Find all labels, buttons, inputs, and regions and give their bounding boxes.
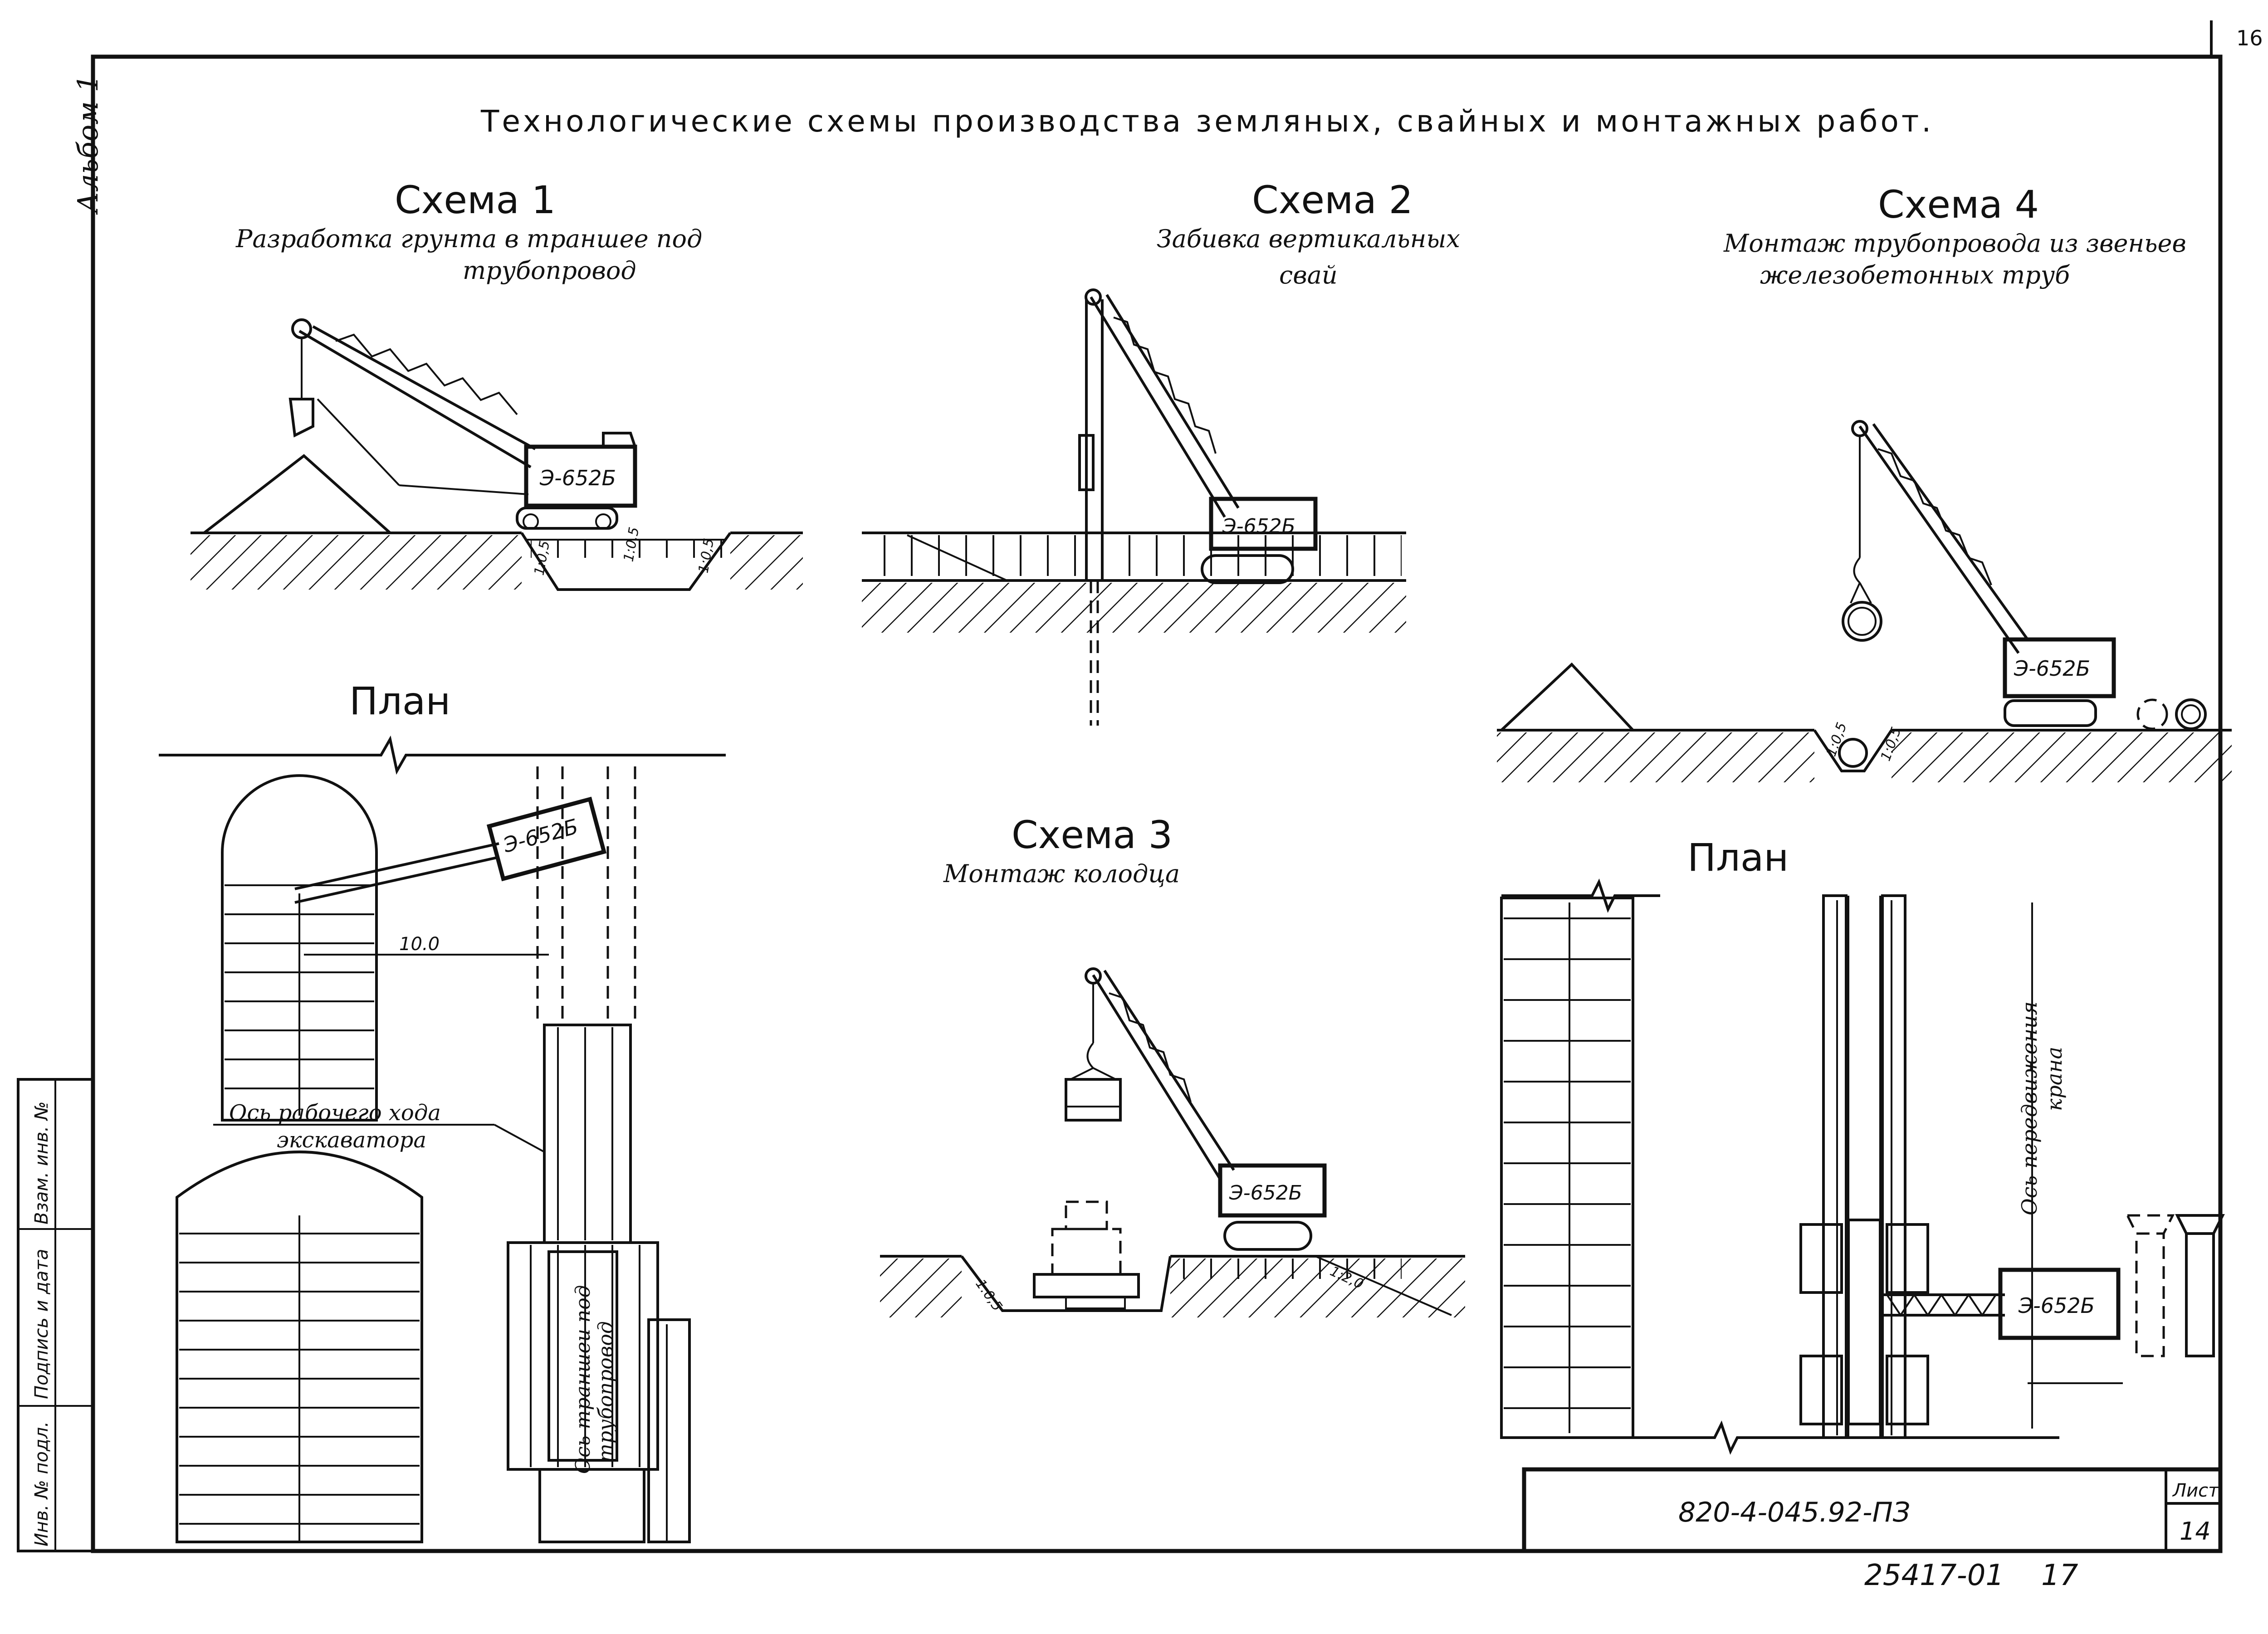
scheme4-drawing xyxy=(1497,420,2232,782)
plan2-machine-label: Э-652Б xyxy=(2018,1293,2095,1318)
plan1-axis-line2: экскаватора xyxy=(277,1127,426,1153)
sheet-title: Технологические схемы производства земля… xyxy=(480,104,1934,139)
plan1-drawing xyxy=(159,735,726,1543)
title-block xyxy=(1522,1467,2223,1553)
scheme4-heading: Схема 4 xyxy=(1878,182,2039,227)
plan2-crane-axis-line1: Ось передвижения xyxy=(2017,1001,2042,1215)
plan2-drawing xyxy=(1500,878,2225,1455)
footer-page: 17 xyxy=(2041,1559,2078,1592)
stamp-field-original: Инв. № подл. xyxy=(31,1421,52,1546)
plan2-crane-axis-line2: крана xyxy=(2042,1047,2067,1111)
plan1-dimension: 10.0 xyxy=(399,934,440,955)
scheme4-slope-left: 1:0,5 xyxy=(1823,720,1850,758)
scheme3-machine-label: Э-652Б xyxy=(1229,1181,1302,1205)
scheme1-caption-line1: Разработка грунта в траншее под xyxy=(235,224,702,253)
scheme4-machine-label: Э-652Б xyxy=(2014,656,2090,681)
scheme4-caption-line1: Монтаж трубопровода из звеньев xyxy=(1723,229,2186,258)
plan2-heading: План xyxy=(1687,835,1789,880)
scheme2-heading: Схема 2 xyxy=(1252,178,1413,222)
scheme1-machine-label: Э-652Б xyxy=(539,466,616,490)
document-code: 820-4-045.92-ПЗ xyxy=(1678,1497,1910,1528)
sheet-number: 14 xyxy=(2180,1517,2211,1546)
plan1-trench-axis-line1: Ось траншеи под xyxy=(572,1285,595,1474)
scheme1-drawing xyxy=(191,318,803,591)
scheme2-caption-line2: свай xyxy=(1279,261,1338,289)
scheme4-caption-line2: железобетонных труб xyxy=(1760,261,2070,289)
stamp-field-replacement: Взам. инв. № xyxy=(31,1101,52,1224)
scheme1-heading: Схема 1 xyxy=(395,178,556,222)
stamp-column xyxy=(17,1078,94,1552)
footer-number: 25417-01 xyxy=(1864,1559,2004,1592)
scheme2-machine-label: Э-652Б xyxy=(1222,515,1295,538)
sheet-label: Лист xyxy=(2172,1480,2219,1501)
scheme3-slope-left: 1:0,5 xyxy=(972,1277,1005,1314)
plan1-axis-line1: Ось рабочего хода xyxy=(229,1100,441,1126)
plan1-heading: План xyxy=(349,679,450,723)
scheme3-drawing xyxy=(880,967,1465,1317)
sheet-frame xyxy=(91,20,2223,1553)
scheme3-caption-line1: Монтаж колодца xyxy=(943,859,1180,888)
plan1-trench-axis-line2: трубопровод xyxy=(594,1321,617,1463)
scheme1-caption-line2: трубопровод xyxy=(463,256,636,285)
scheme2-caption-line1: Забивка вертикальных xyxy=(1157,224,1460,253)
page-corner-number: 16 xyxy=(2236,26,2263,50)
scheme3-heading: Схема 3 xyxy=(1012,813,1173,857)
album-label: Альбом 1 xyxy=(71,74,104,215)
stamp-field-signature: Подпись и дата xyxy=(31,1249,52,1399)
scheme2-drawing xyxy=(862,288,1406,726)
